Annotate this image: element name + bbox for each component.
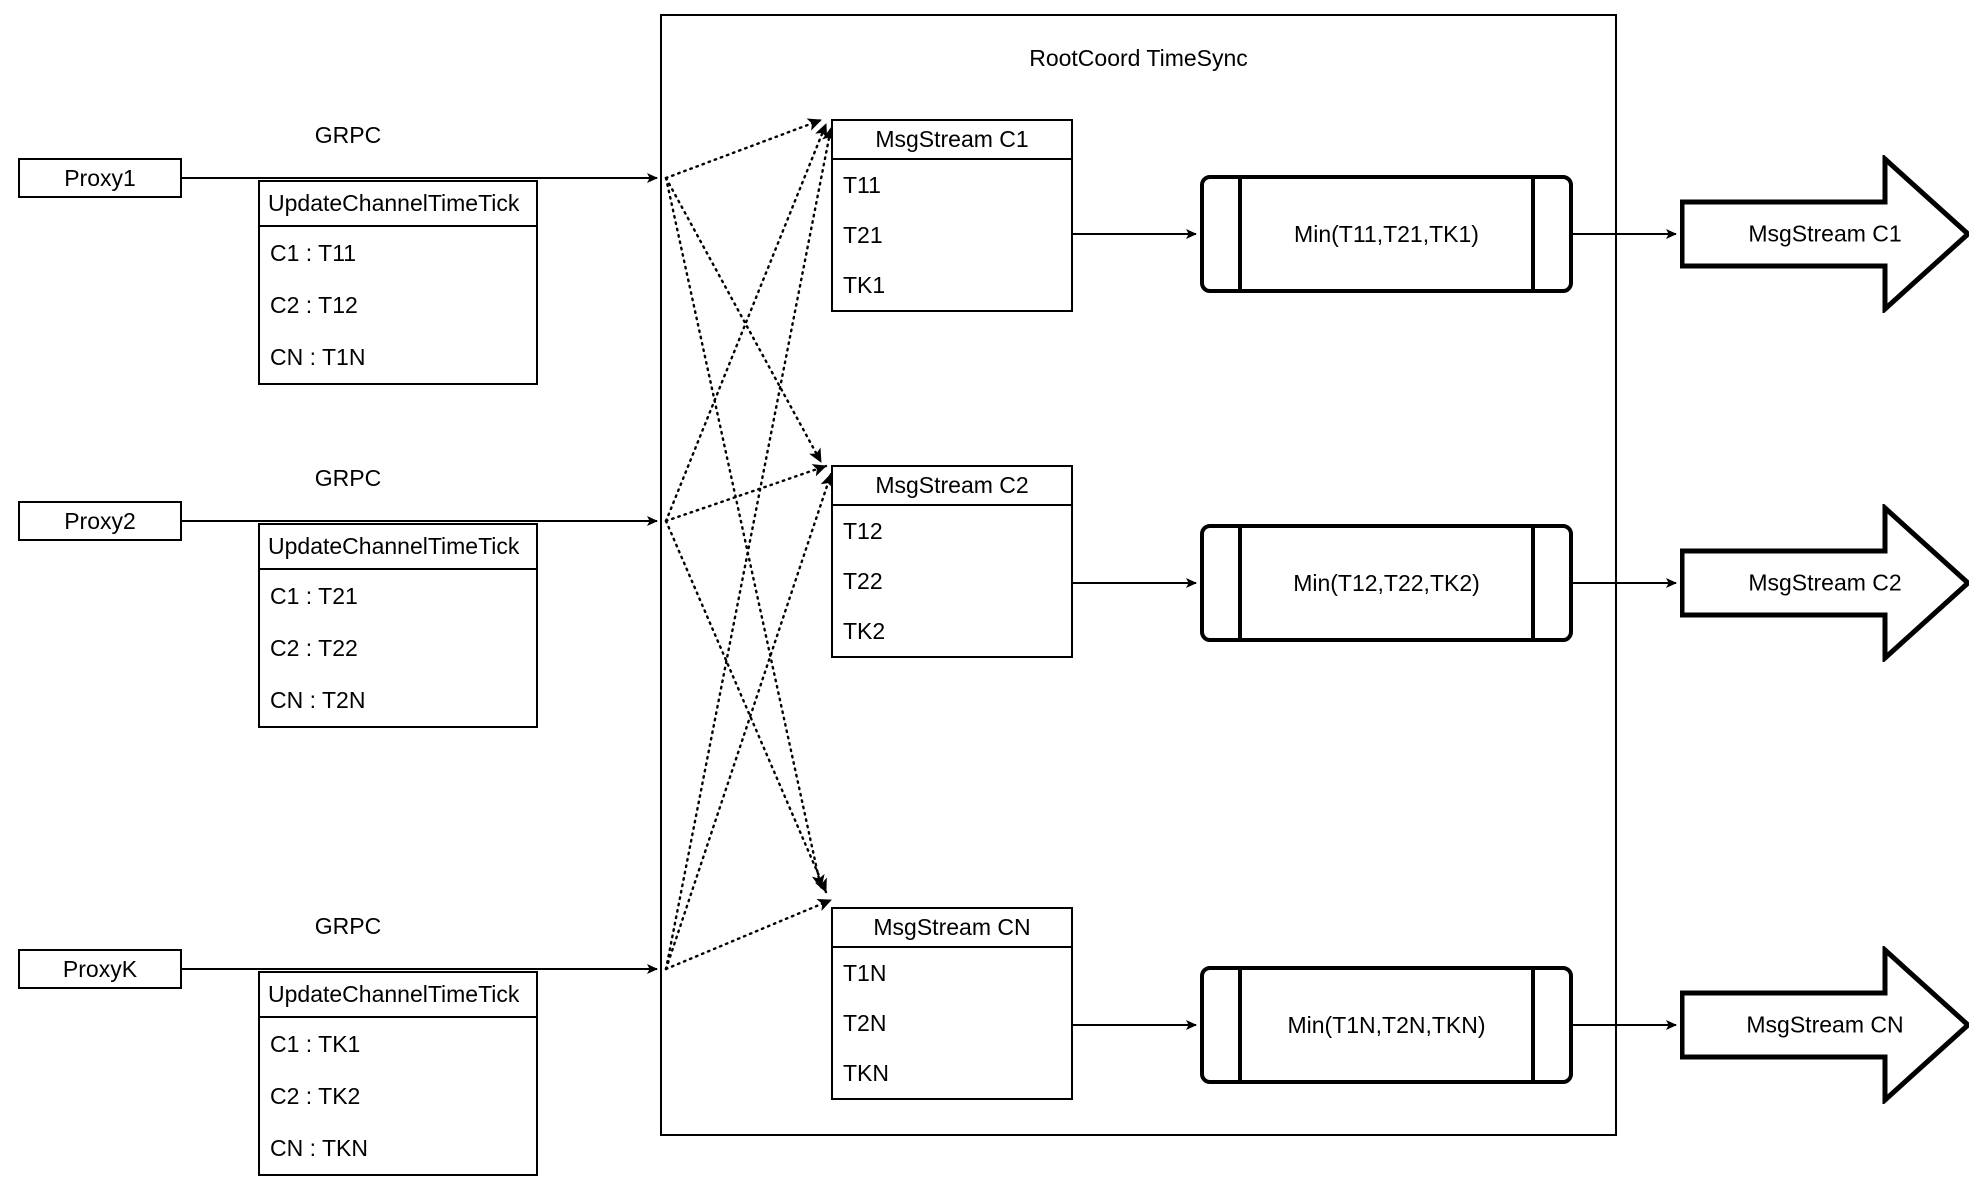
- min-process-2: Min(T12,T22,TK2): [1200, 524, 1573, 642]
- table-row: C1 : TK1: [270, 1030, 361, 1057]
- table-row: C1 : T21: [270, 582, 358, 609]
- output-arrow-label: MsgStream C1: [1748, 220, 1902, 247]
- process-divider-left: [1238, 970, 1242, 1080]
- process-divider-left: [1238, 179, 1242, 289]
- min-process-3: Min(T1N,T2N,TKN): [1200, 966, 1573, 1084]
- table-row: CN : T1N: [270, 343, 366, 370]
- min-process-label: Min(T11,T21,TK1): [1294, 220, 1479, 247]
- table-row: TK1: [843, 271, 886, 298]
- table-title: MsgStream C1: [833, 121, 1071, 160]
- table-row: T2N: [843, 1009, 887, 1036]
- output-arrow-1: MsgStream C1: [1680, 155, 1969, 313]
- proxy-label: ProxyK: [62, 955, 138, 982]
- msgstream-table-3: MsgStream CN T1N T2N TKN: [831, 907, 1073, 1100]
- update-channel-timetick-table-3: UpdateChannelTimeTick C1 : TK1 C2 : TK2 …: [258, 971, 538, 1176]
- output-arrow-3: MsgStream CN: [1680, 946, 1969, 1104]
- output-arrow-label: MsgStream CN: [1746, 1011, 1904, 1038]
- proxy-box-1[interactable]: Proxy1: [18, 158, 182, 198]
- table-title: MsgStream CN: [833, 909, 1071, 948]
- proxy-label: Proxy1: [64, 164, 136, 191]
- table-row: T11: [843, 171, 881, 198]
- grpc-label-3: GRPC: [314, 913, 382, 939]
- grpc-label-2: GRPC: [314, 465, 382, 491]
- min-process-label: Min(T1N,T2N,TKN): [1287, 1011, 1486, 1038]
- table-body: C1 : T21 C2 : T22 CN : T2N: [260, 570, 536, 726]
- process-divider-right: [1531, 179, 1535, 289]
- min-process-1: Min(T11,T21,TK1): [1200, 175, 1573, 293]
- table-row: CN : T2N: [270, 686, 366, 713]
- process-divider-left: [1238, 528, 1242, 638]
- msgstream-table-2: MsgStream C2 T12 T22 TK2: [831, 465, 1073, 658]
- table-body: T1N T2N TKN: [833, 948, 1071, 1098]
- proxy-label: Proxy2: [64, 507, 136, 534]
- proxy-box-3[interactable]: ProxyK: [18, 949, 182, 989]
- msgstream-table-1: MsgStream C1 T11 T21 TK1: [831, 119, 1073, 312]
- table-body: T12 T22 TK2: [833, 506, 1071, 656]
- table-title: UpdateChannelTimeTick: [260, 182, 536, 227]
- table-row: T21: [843, 221, 883, 248]
- table-body: C1 : TK1 C2 : TK2 CN : TKN: [260, 1018, 536, 1174]
- table-body: C1 : T11 C2 : T12 CN : T1N: [260, 227, 536, 383]
- output-arrow-label: MsgStream C2: [1748, 569, 1902, 596]
- table-title: UpdateChannelTimeTick: [260, 973, 536, 1018]
- update-channel-timetick-table-2: UpdateChannelTimeTick C1 : T21 C2 : T22 …: [258, 523, 538, 728]
- output-arrow-2: MsgStream C2: [1680, 504, 1969, 662]
- table-title: UpdateChannelTimeTick: [260, 525, 536, 570]
- proxy-box-2[interactable]: Proxy2: [18, 501, 182, 541]
- process-divider-right: [1531, 970, 1535, 1080]
- table-row: T1N: [843, 959, 887, 986]
- table-row: TK2: [843, 617, 886, 644]
- process-divider-right: [1531, 528, 1535, 638]
- table-row: T22: [843, 567, 883, 594]
- table-row: C1 : T11: [270, 239, 357, 266]
- table-row: T12: [843, 517, 883, 544]
- min-process-label: Min(T12,T22,TK2): [1293, 569, 1480, 596]
- rootcoord-timesync-title: RootCoord TimeSync: [1029, 45, 1248, 71]
- table-row: C2 : T12: [270, 291, 358, 318]
- table-body: T11 T21 TK1: [833, 160, 1071, 310]
- table-title: MsgStream C2: [833, 467, 1071, 506]
- table-row: TKN: [843, 1059, 889, 1086]
- rootcoord-timesync-container: [660, 14, 1617, 1136]
- grpc-label-1: GRPC: [314, 122, 382, 148]
- table-row: C2 : TK2: [270, 1082, 361, 1109]
- table-row: C2 : T22: [270, 634, 358, 661]
- table-row: CN : TKN: [270, 1134, 368, 1161]
- update-channel-timetick-table-1: UpdateChannelTimeTick C1 : T11 C2 : T12 …: [258, 180, 538, 385]
